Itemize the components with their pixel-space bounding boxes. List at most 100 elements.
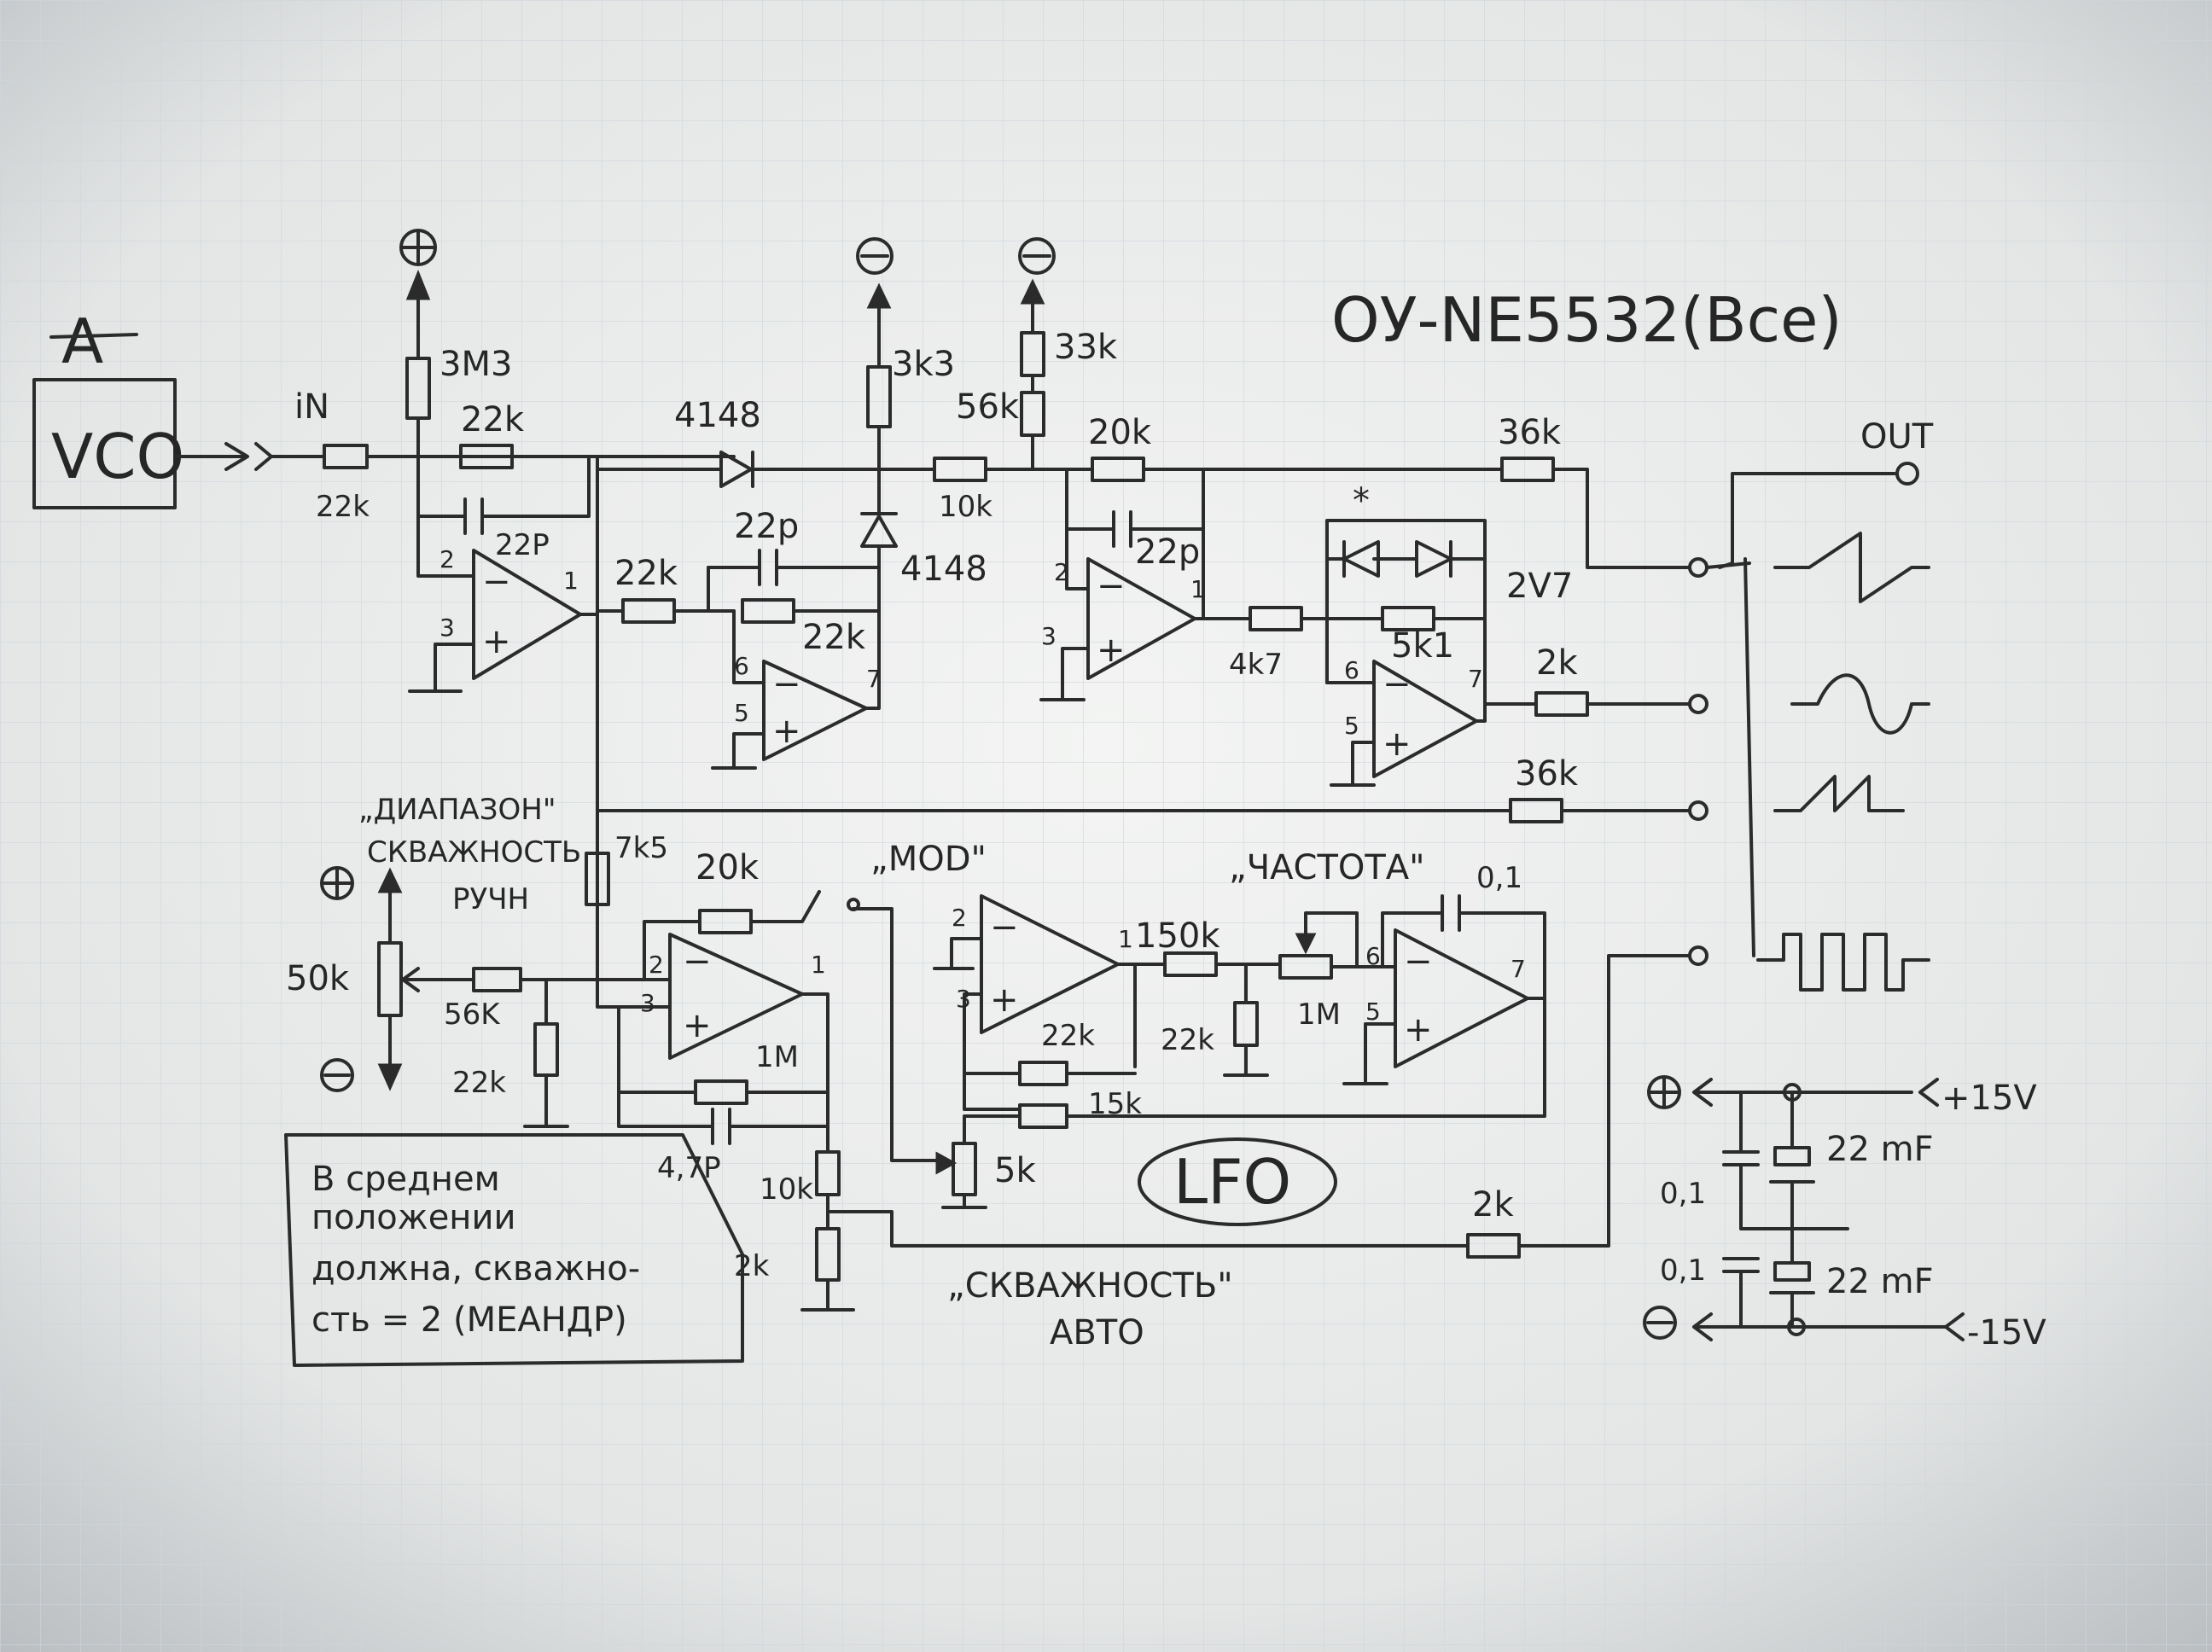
u7-pin-out: 7 bbox=[1511, 955, 1526, 983]
c-0-1-b-label: 0,1 bbox=[1660, 1254, 1706, 1288]
u1-minus: − bbox=[482, 562, 511, 602]
wire-decoupling bbox=[1722, 1091, 1849, 1329]
wire-pwm bbox=[1517, 954, 1691, 1248]
r-22k-lfo-label: 22k bbox=[1161, 1023, 1214, 1057]
out-terminal bbox=[1895, 462, 1919, 486]
power-plus-1-cross bbox=[401, 230, 435, 265]
switch-contact-sine bbox=[1688, 694, 1708, 714]
wire-pot-1m bbox=[1304, 911, 1384, 969]
r-20k-top-label: 20k bbox=[1088, 413, 1152, 452]
power-minus-2 bbox=[1018, 237, 1056, 275]
lfo-outline bbox=[1138, 1137, 1337, 1226]
wire-divider bbox=[800, 1125, 1470, 1312]
u1-pin-non: 3 bbox=[439, 614, 455, 642]
r-20k-mod-label: 20k bbox=[696, 848, 760, 887]
r-22k-low-label: 22k bbox=[452, 1066, 506, 1100]
cap-22mf-a bbox=[1773, 1146, 1811, 1166]
note-line-1: В среднем bbox=[311, 1160, 500, 1199]
u5-pin-inv: 2 bbox=[649, 951, 664, 979]
neg-rail-node bbox=[1787, 1318, 1806, 1336]
wire-u5 bbox=[596, 890, 830, 1128]
u1-pin-inv: 2 bbox=[439, 545, 455, 573]
duty-auto-label-2: АВТО bbox=[1050, 1313, 1144, 1352]
saw-wave-icon bbox=[1773, 775, 1905, 812]
c-22p-a-label: 22P bbox=[495, 528, 550, 562]
u4-pin-out: 7 bbox=[1468, 665, 1483, 693]
r-2k-div-label: 2k bbox=[734, 1249, 770, 1283]
vco-box bbox=[32, 378, 177, 509]
power-minus-4 bbox=[1643, 1306, 1677, 1340]
wire-u3 bbox=[1039, 527, 1239, 701]
wire-22k-mid bbox=[596, 566, 881, 613]
r-5k1-label: 5k1 bbox=[1391, 626, 1454, 666]
resistor-22k-mid2 bbox=[741, 598, 795, 624]
u3-minus: − bbox=[1097, 567, 1126, 606]
u6-pin-non: 3 bbox=[956, 985, 971, 1013]
r-10k-div-label: 10k bbox=[760, 1172, 813, 1207]
neg-rail-label: -15V bbox=[1967, 1313, 2046, 1352]
r-22k-mid2-label: 22k bbox=[802, 618, 866, 657]
resistor-20k-mod bbox=[698, 909, 753, 934]
wire-36k-top bbox=[1202, 468, 1691, 569]
r-3m3-label: 3M3 bbox=[439, 345, 512, 384]
pot-50k-label: 50k bbox=[286, 959, 350, 998]
resistor-3k3 bbox=[866, 365, 892, 428]
opamp-u2 bbox=[762, 660, 868, 761]
r-56k-low-label: 56K bbox=[444, 998, 501, 1032]
duty-manual-label-2: РУЧН bbox=[452, 882, 529, 916]
u1-plus: + bbox=[482, 622, 511, 661]
sine-wave-icon bbox=[1790, 673, 1930, 735]
resistor-36k-low bbox=[1509, 798, 1563, 823]
u2-pin-non: 5 bbox=[734, 699, 749, 727]
u6-plus: + bbox=[990, 980, 1019, 1020]
wire-150k bbox=[1133, 963, 1282, 1077]
u3-pin-out: 1 bbox=[1190, 575, 1206, 603]
mod-label: „MOD" bbox=[870, 840, 987, 879]
r-36k-top-label: 36k bbox=[1498, 413, 1562, 452]
c-22mf-a-label: 22 mF bbox=[1826, 1130, 1934, 1169]
u7-plus: + bbox=[1404, 1010, 1433, 1050]
wire-15k bbox=[963, 963, 1546, 1145]
arrow-plus-1 bbox=[405, 269, 431, 300]
c-0-1-a-label: 0,1 bbox=[1660, 1177, 1706, 1211]
r-22k-in-label: 22k bbox=[316, 490, 370, 524]
wire-u2 bbox=[711, 609, 881, 770]
r-10k-label: 10k bbox=[939, 490, 992, 524]
c-22p-c-label: 22p bbox=[1135, 532, 1200, 572]
wire-pot-5k bbox=[941, 1193, 987, 1209]
zener-label: 2V7 bbox=[1506, 567, 1573, 606]
out-label: OUT bbox=[1860, 417, 1934, 457]
wire-u6 bbox=[933, 937, 1137, 1111]
r-4k7-label: 4k7 bbox=[1229, 648, 1283, 682]
header-mark: A bbox=[61, 305, 103, 377]
r-1m-fb-label: 1M bbox=[755, 1040, 799, 1074]
r-22k-lfo2-label: 22k bbox=[1041, 1019, 1095, 1053]
pos-rail-label: +15V bbox=[1941, 1079, 2037, 1118]
wire-mod bbox=[852, 907, 940, 1162]
wire-u7 bbox=[1342, 894, 1546, 1085]
wire-pos-rail bbox=[1692, 1078, 1939, 1107]
switch-contact-saw bbox=[1688, 800, 1708, 821]
note-line-3: должна, скважно- bbox=[311, 1249, 640, 1288]
resistor-1m-fb bbox=[694, 1079, 748, 1105]
u2-plus: + bbox=[772, 712, 801, 751]
switch-wiper bbox=[1705, 561, 1751, 569]
in-label: iN bbox=[294, 387, 329, 427]
square-wave-icon bbox=[1756, 933, 1930, 992]
u2-minus: − bbox=[772, 665, 801, 704]
u4-plus: + bbox=[1382, 724, 1412, 764]
resistor-2k-div bbox=[815, 1227, 841, 1282]
resistor-10k-div bbox=[815, 1150, 841, 1196]
triangle-wave-icon bbox=[1773, 532, 1930, 603]
pot-50k bbox=[377, 941, 403, 1017]
wire-22p-b bbox=[707, 549, 881, 586]
u5-plus: + bbox=[683, 1006, 712, 1045]
u6-pin-inv: 2 bbox=[952, 904, 967, 932]
note-box bbox=[284, 1133, 744, 1367]
r-7k5-label: 7k5 bbox=[614, 831, 668, 865]
u1-pin-out: 1 bbox=[563, 567, 579, 595]
duty-manual-label-1: СКВАЖНОСТЬ bbox=[367, 835, 581, 870]
note-line-2: положении bbox=[311, 1198, 515, 1237]
